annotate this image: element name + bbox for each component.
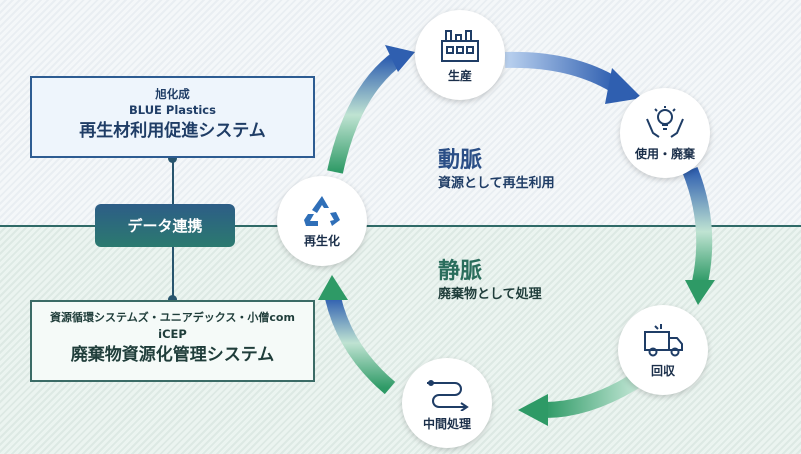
artery-title: 動脈 xyxy=(438,148,483,173)
node-label: 再生化 xyxy=(303,233,340,248)
company-names: 資源循環システムズ・ユニアデックス・小僧com xyxy=(50,311,295,324)
recycle-icon xyxy=(304,195,340,226)
arrowhead xyxy=(605,68,642,104)
node-recycling: 再生化 xyxy=(277,176,367,266)
arrowhead xyxy=(685,280,715,305)
arrowhead xyxy=(385,45,415,72)
hands-lightbulb-icon xyxy=(646,105,684,138)
data-link-label: データ連携 xyxy=(95,204,235,247)
vein-heading: 静脈 廃棄物として処理 xyxy=(438,258,542,304)
node-collection: 回収 xyxy=(618,305,708,395)
connector-dot-bottom xyxy=(168,295,177,304)
process-flow-icon xyxy=(427,379,469,411)
connector-top xyxy=(172,158,174,204)
node-label: 回収 xyxy=(650,363,675,378)
recycled-material-system-box: 旭化成 BLUE Plastics 再生材利用促進システム xyxy=(30,76,315,158)
node-label: 使用・廃棄 xyxy=(634,146,695,161)
company-name: 旭化成 xyxy=(155,87,190,101)
node-production: 生産 xyxy=(415,10,505,100)
node-label: 中間処理 xyxy=(422,416,471,431)
artery-vein-divider xyxy=(0,225,801,227)
arrowhead xyxy=(518,394,548,426)
product-name: iCEP xyxy=(158,327,187,341)
arrowhead xyxy=(318,275,348,300)
vein-title: 静脈 xyxy=(438,259,483,284)
node-label: 生産 xyxy=(447,68,472,83)
artery-heading: 動脈 資源として再生利用 xyxy=(438,147,555,193)
connector-dot-top xyxy=(168,154,177,163)
system-title: 廃棄物資源化管理システム xyxy=(70,345,275,365)
vein-subtitle: 廃棄物として処理 xyxy=(438,287,542,302)
connector-bottom xyxy=(172,247,174,300)
waste-management-system-box: 資源循環システムズ・ユニアデックス・小僧com iCEP 廃棄物資源化管理システ… xyxy=(30,300,315,382)
factory-icon xyxy=(441,29,479,62)
node-use-disposal: 使用・廃棄 xyxy=(620,88,710,178)
system-title: 再生材利用促進システム xyxy=(79,121,266,141)
artery-subtitle: 資源として再生利用 xyxy=(438,176,555,191)
node-intermediate: 中間処理 xyxy=(402,358,492,448)
truck-icon xyxy=(644,323,683,356)
product-name: BLUE Plastics xyxy=(129,103,216,117)
